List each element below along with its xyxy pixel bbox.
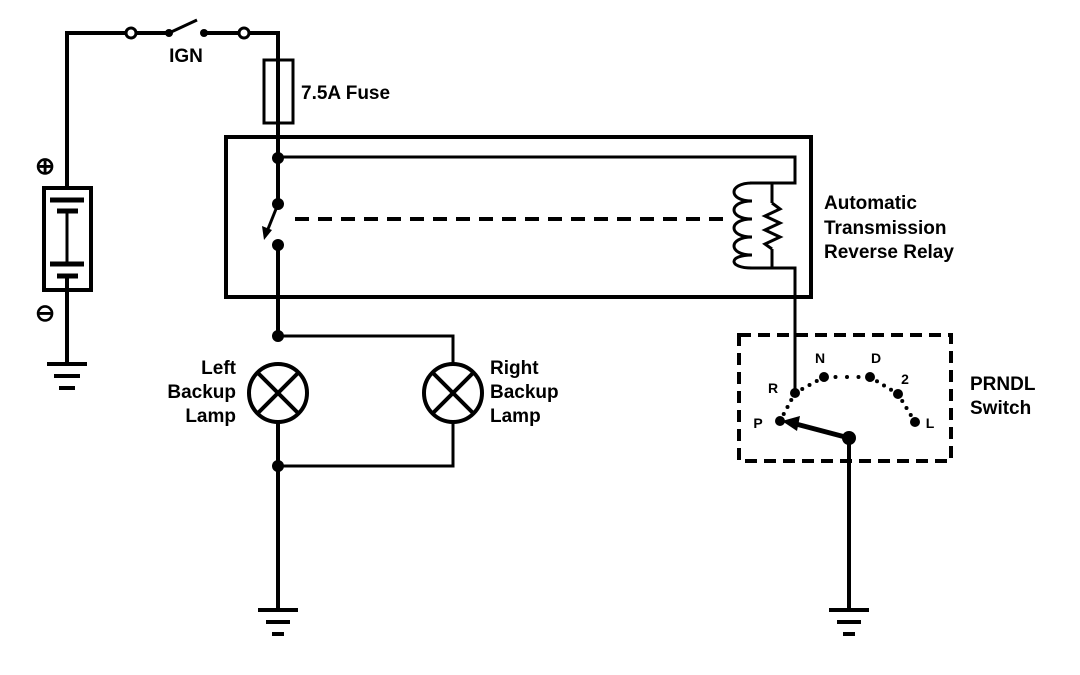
fuse: 7.5A Fuse [262,58,390,125]
prndl-dotted-arc [781,375,913,417]
terminal-icon [237,26,251,40]
ground-icon [47,362,87,390]
prndl-arc-dot [833,375,838,379]
relay-label-line2: Transmission [824,218,947,239]
switch-blade-icon [168,18,198,35]
prndl-arc-dot [900,399,905,403]
prndl-contact-d [865,372,875,382]
prndl-arc-dot [856,375,861,379]
prndl-contact-n [819,372,829,382]
battery-circuit: ⊕ ⊖ [35,31,131,390]
prndl-selector-arrow-icon [782,416,800,431]
prndl-arc-dot [800,387,805,391]
left-lamp-label-line2: Backup [167,382,236,403]
terminal-icon [124,26,138,40]
battery-negative-icon: ⊖ [35,300,55,327]
prndl-position-label: 2 [901,371,909,387]
left-lamp-label-line3: Lamp [185,406,236,427]
junction-dot [272,460,284,472]
prndl-contact-l [910,417,920,427]
prndl-label-line1: PRNDL [970,374,1036,395]
ground-icon [829,608,869,636]
ign-label: IGN [169,46,203,67]
battery-positive-icon: ⊕ [35,153,55,180]
prndl-arc-dot [908,413,913,417]
prndl-arc-dot [875,379,879,384]
prndl-arc-dot [845,375,849,379]
prndl-contact-2 [893,389,903,399]
prndl-arc-dot [882,383,886,388]
ground-icon [258,608,298,636]
right-lamp-label-line1: Right [490,358,539,379]
relay-label-line1: Automatic [824,193,917,214]
prndl-position-label: L [926,415,935,431]
suppression-resistor-icon [761,201,784,251]
prndl-position-label: R [768,380,778,396]
prndl-arc-dot [781,412,786,416]
ignition-switch: IGN [124,18,280,67]
left-lamp-label-line1: Left [201,358,237,379]
prndl-arc-dot [807,383,812,387]
reverse-relay: Automatic Transmission Reverse Relay [224,123,954,393]
prndl-position-label: P [753,415,762,431]
coil-feed-wire [278,155,797,185]
prndl-arc-dot [814,379,819,383]
battery-to-ign-wire [65,31,131,190]
relay-to-prndl-wire [772,266,797,393]
prndl-housing-dashed [737,333,953,463]
relay-coil-icon [732,181,753,270]
prndl-arc-dot [904,406,909,410]
relay-armature-arrow-icon [262,226,272,240]
fuse-label: 7.5A Fuse [301,83,390,104]
prndl-position-label: D [871,350,881,366]
prndl-arc-dot [789,398,794,402]
prndl-contact-p [775,416,785,426]
left-backup-lamp-icon [247,362,309,424]
relay-housing [224,135,813,299]
prndl-selector-arm-icon [795,421,850,441]
right-lamp-label-line2: Backup [490,382,559,403]
prndl-contact-r [790,388,800,398]
prndl-label-line2: Switch [970,398,1031,419]
prndl-switch: P R N D 2L PRNDL Switch [737,333,1036,636]
relay-armature-icon [266,203,280,230]
right-backup-lamp-icon [422,362,484,424]
right-lamp-label-line3: Lamp [490,406,541,427]
prndl-arc-dot [785,405,790,409]
prndl-arc-dot [889,387,893,392]
backup-lamps: Left Backup Lamp Right Backup Lamp [167,330,559,636]
relay-label-line3: Reverse Relay [824,242,954,263]
prndl-position-label: N [815,350,825,366]
